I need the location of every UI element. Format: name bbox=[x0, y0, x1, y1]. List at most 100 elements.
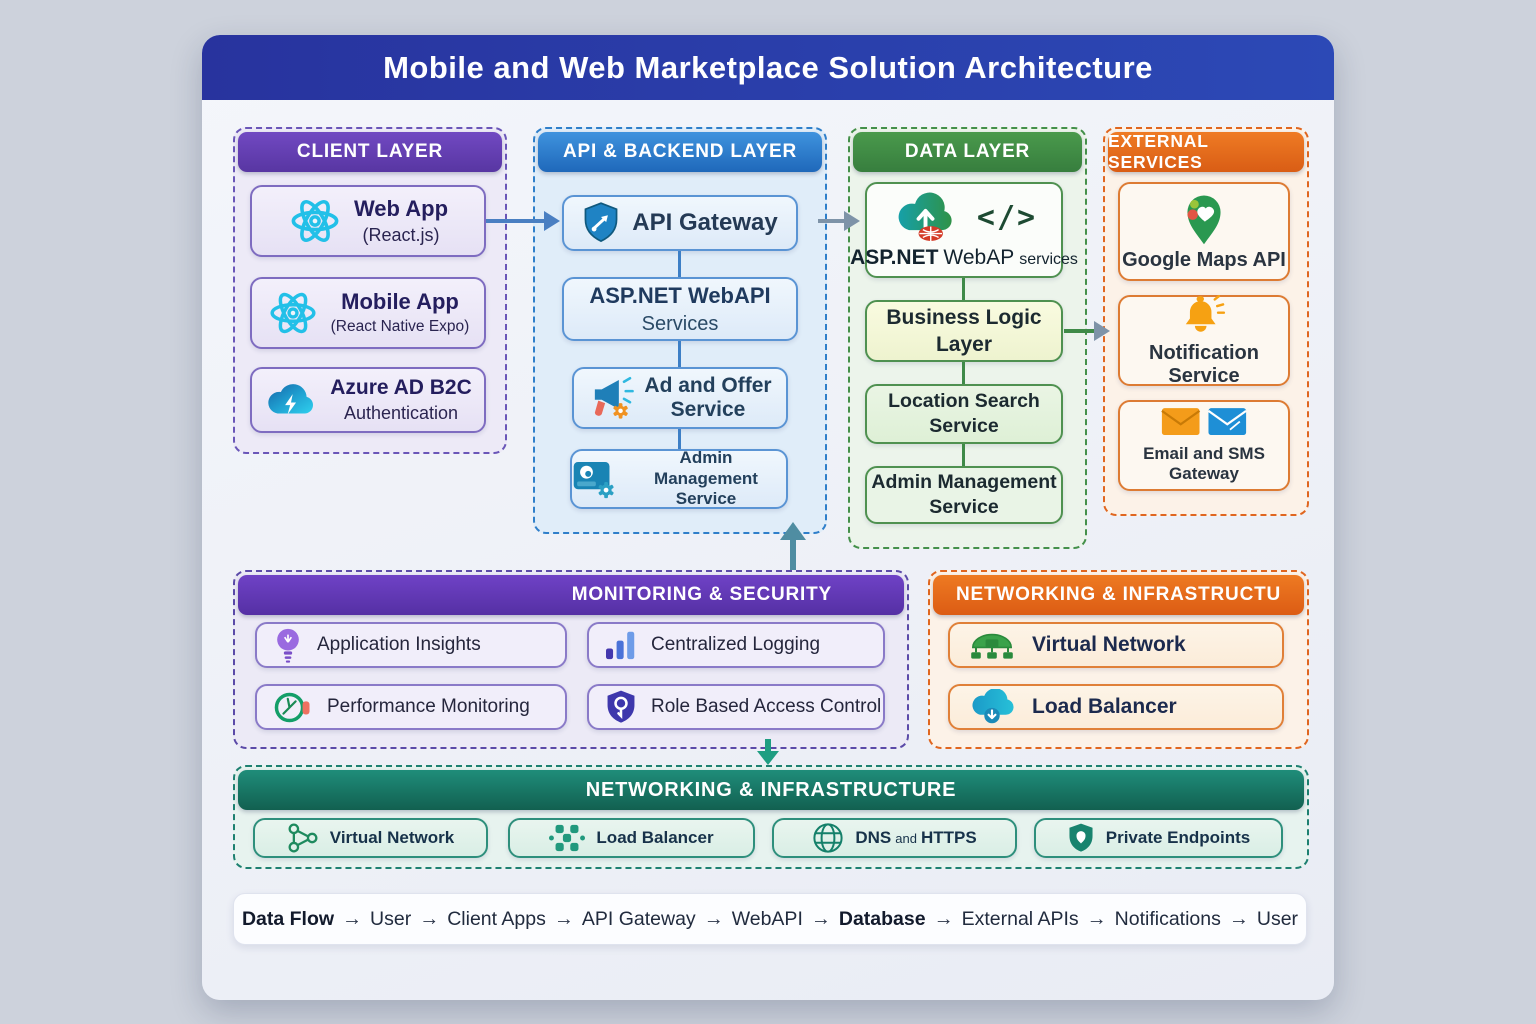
notification-service-label: Notification Service bbox=[1149, 342, 1259, 387]
client-layer-header: CLIENT LAYER bbox=[238, 132, 502, 172]
flow-step-database: Database bbox=[838, 907, 926, 930]
connector-data-1 bbox=[962, 278, 965, 300]
azure-ad-b2c-node: Azure AD B2C Authentication bbox=[250, 367, 486, 433]
connector-gateway-webapi bbox=[678, 251, 681, 277]
title-banner: Mobile and Web Marketplace Solution Arch… bbox=[202, 35, 1334, 100]
infrastructure-band-title: NETWORKING & INFRASTRUCTURE bbox=[585, 778, 957, 801]
flow-step-external-apis: External APIs bbox=[961, 907, 1079, 930]
networking-panel-header: NETWORKING & INFRASTRUCTU bbox=[933, 575, 1304, 615]
rbac-shield-icon bbox=[605, 689, 637, 726]
azure-ad-b2c-title: Azure AD B2C bbox=[330, 376, 472, 400]
google-maps-node: Google Maps API bbox=[1118, 182, 1290, 281]
business-logic-line2: Layer bbox=[935, 332, 993, 356]
cloud-upload-icon bbox=[891, 190, 967, 244]
monitoring-security-title: MONITORING & SECURITY bbox=[571, 584, 832, 605]
location-search-node: Location Search Service bbox=[865, 384, 1063, 444]
mobile-app-title: Mobile App bbox=[341, 289, 459, 314]
admin-management-service-node-api: Admin Management Service bbox=[570, 448, 788, 509]
flow-step-user-end: User bbox=[1256, 907, 1299, 930]
map-pin-icon bbox=[1181, 192, 1227, 246]
rbac-node: Role Based Access Control bbox=[587, 684, 885, 730]
flow-step-client-apps: Client Apps bbox=[447, 907, 546, 930]
performance-monitoring-node: Performance Monitoring bbox=[255, 684, 567, 730]
react-icon bbox=[267, 287, 319, 339]
cloud-balancer-icon bbox=[968, 689, 1016, 725]
ad-offer-subtitle: Service bbox=[670, 398, 746, 421]
email-sms-label: Email and SMS Gateway bbox=[1143, 444, 1265, 483]
dns-and-label: and bbox=[895, 831, 917, 846]
flow-step-notifications: Notifications bbox=[1114, 907, 1221, 930]
api-gateway-title: API Gateway bbox=[632, 209, 778, 236]
connector-webapi-adoffer bbox=[678, 341, 681, 367]
azure-cloud-icon bbox=[264, 381, 318, 419]
load-balancer-node-band: Load Balancer bbox=[508, 818, 755, 858]
flow-arrow-icon: → bbox=[1086, 907, 1107, 930]
flow-arrow-icon: → bbox=[933, 907, 954, 930]
ad-offer-service-node: Ad and Offer Service bbox=[572, 367, 788, 429]
share-nodes-icon bbox=[287, 822, 319, 854]
application-insights-node: Application Insights bbox=[255, 622, 567, 668]
private-endpoints-node: Private Endpoints bbox=[1034, 818, 1283, 858]
connector-adoffer-admin bbox=[678, 429, 681, 449]
mobile-app-subtitle: (React Native Expo) bbox=[330, 318, 470, 336]
globe-icon bbox=[812, 822, 844, 854]
flow-step-webapi: WebAPI bbox=[731, 907, 803, 930]
data-flow-bar: Data Flow → User → Client Apps → API Gat… bbox=[233, 893, 1307, 945]
admin-mgmt-subtitle: Service bbox=[675, 489, 737, 509]
azure-ad-b2c-subtitle: Authentication bbox=[343, 403, 459, 424]
application-insights-label: Application Insights bbox=[317, 634, 481, 655]
api-gateway-node: API Gateway bbox=[562, 195, 798, 251]
gauge-icon bbox=[273, 690, 313, 725]
load-balancer-panel-label: Load Balancer bbox=[1032, 695, 1177, 718]
api-backend-layer-header: API & BACKEND LAYER bbox=[538, 132, 822, 172]
flow-arrow-icon: → bbox=[419, 907, 440, 930]
dns-label: DNS bbox=[855, 828, 892, 847]
google-maps-label: Google Maps API bbox=[1122, 248, 1286, 271]
web-app-node: Web App (React.js) bbox=[250, 185, 486, 257]
client-layer-title: CLIENT LAYER bbox=[296, 141, 444, 162]
infrastructure-band-header: NETWORKING & INFRASTRUCTURE bbox=[238, 770, 1304, 810]
email-sms-node: Email and SMS Gateway bbox=[1118, 400, 1290, 491]
code-icon: </> bbox=[976, 199, 1038, 235]
flow-arrow-icon: → bbox=[553, 907, 574, 930]
email-sms-envelopes-icon bbox=[1161, 407, 1247, 438]
rbac-label: Role Based Access Control bbox=[651, 696, 882, 717]
private-endpoints-label: Private Endpoints bbox=[1105, 828, 1251, 847]
virtual-network-node-panel: Virtual Network bbox=[948, 622, 1284, 668]
data-flow-lead: Data Flow bbox=[241, 907, 335, 930]
data-admin-line1: Admin Management bbox=[871, 471, 1057, 494]
load-balancer-band-label: Load Balancer bbox=[596, 828, 714, 847]
web-app-title: Web App bbox=[353, 195, 449, 221]
web-app-subtitle: (React.js) bbox=[362, 224, 440, 245]
virtual-network-panel-label: Virtual Network bbox=[1032, 633, 1186, 656]
location-search-line1: Location Search bbox=[888, 390, 1040, 413]
endpoint-shield-icon bbox=[1067, 822, 1095, 855]
centralized-logging-label: Centralized Logging bbox=[651, 634, 821, 655]
external-services-title: EXTERNAL SERVICES bbox=[1108, 131, 1209, 172]
centralized-logging-node: Centralized Logging bbox=[587, 622, 885, 668]
flow-arrow-icon: → bbox=[703, 907, 724, 930]
react-icon bbox=[288, 194, 342, 248]
admin-mgmt-title: Admin Management bbox=[654, 448, 758, 488]
data-layer-title: DATA LAYER bbox=[904, 141, 1031, 162]
data-webapi-node: </> ASP.NET WebAP services bbox=[850, 182, 1078, 278]
monitoring-security-header: MONITORING & SECURITY bbox=[238, 575, 904, 615]
network-dome-icon bbox=[968, 628, 1016, 662]
megaphone-icon bbox=[588, 374, 636, 422]
location-search-line2: Service bbox=[929, 414, 999, 437]
connector-data-2 bbox=[962, 362, 965, 384]
data-webapi-title-small: services bbox=[1019, 251, 1078, 268]
flow-step-user: User bbox=[370, 907, 412, 930]
api-backend-layer-title: API & BACKEND LAYER bbox=[562, 141, 798, 162]
https-label: HTTPS bbox=[920, 828, 977, 847]
business-logic-line1: Business Logic bbox=[886, 306, 1042, 330]
bar-chart-icon bbox=[605, 630, 637, 660]
admin-management-service-node-data: Admin Management Service bbox=[865, 466, 1063, 524]
distribute-icon bbox=[549, 823, 586, 853]
data-layer-header: DATA LAYER bbox=[853, 132, 1082, 172]
webapi-subtitle: Services bbox=[641, 312, 719, 335]
admin-console-icon bbox=[572, 458, 618, 500]
performance-monitoring-label: Performance Monitoring bbox=[327, 696, 530, 717]
flow-arrow-icon: → bbox=[810, 907, 831, 930]
